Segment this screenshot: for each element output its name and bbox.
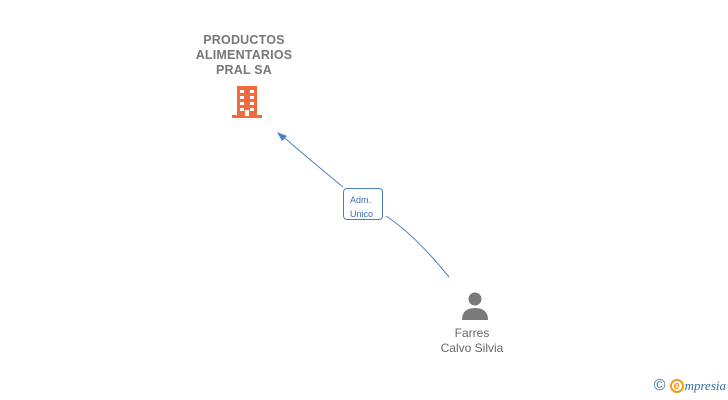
- company-name-line: PRODUCTOS: [203, 33, 285, 47]
- brand-name: mpresia: [684, 378, 726, 393]
- arrowhead-icon: [277, 132, 287, 141]
- role-label[interactable]: Adm. Unico: [343, 188, 383, 220]
- company-name-line: PRAL SA: [215, 63, 273, 77]
- brand-logo-icon: e: [669, 379, 684, 393]
- person-icon[interactable]: [459, 290, 491, 322]
- role-label-line: Adm.: [350, 195, 372, 205]
- building-icon[interactable]: [230, 84, 264, 120]
- copyright-icon: ©: [653, 377, 666, 394]
- company-name[interactable]: PRODUCTOS ALIMENTARIOS PRAL SA: [164, 33, 324, 78]
- role-label-line: Unico: [350, 209, 374, 219]
- person-name[interactable]: Farres Calvo Silvia: [400, 326, 544, 356]
- relation-edge-line: [279, 133, 344, 188]
- person-name-line: Calvo Silvia: [440, 341, 504, 355]
- person-name-line: Farres: [454, 326, 490, 340]
- relation-edge-line: [385, 215, 450, 278]
- brand-footer: © e mpresia: [654, 376, 726, 396]
- company-name-line: ALIMENTARIOS: [195, 48, 293, 62]
